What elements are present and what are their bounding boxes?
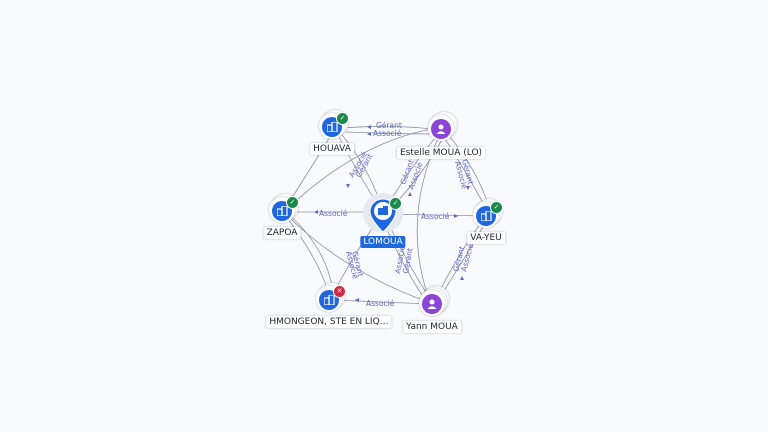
- node-label[interactable]: HMONGEON, STE EN LIQ…: [266, 316, 392, 328]
- person-icon: [422, 294, 442, 314]
- edge-estelle-zapoa: [285, 127, 439, 211]
- arrow-marker: [314, 210, 318, 214]
- node-label[interactable]: Estelle MOUA (LO): [396, 147, 486, 159]
- edge-label: Associé: [319, 209, 348, 218]
- arrow-marker: [408, 192, 412, 196]
- check-icon: ✓: [286, 196, 299, 209]
- node-label[interactable]: LOMOUA: [360, 236, 406, 248]
- arrow-marker: [355, 298, 359, 302]
- arrow-marker: [466, 186, 470, 190]
- edge-label: Gérant: [401, 247, 414, 274]
- edge-label: Associé: [373, 129, 402, 138]
- arrow-marker: [454, 214, 458, 218]
- node-label[interactable]: HOUAVA: [310, 143, 354, 155]
- check-icon: ✓: [336, 112, 349, 125]
- person-icon: [431, 119, 451, 139]
- close-icon: ✕: [333, 285, 346, 298]
- edge-label: Associé: [421, 212, 450, 221]
- check-icon: ✓: [490, 201, 503, 214]
- node-label[interactable]: Yann MOUA: [403, 321, 461, 333]
- arrow-marker: [460, 276, 464, 280]
- edge-yann-hmongeon: [331, 299, 431, 305]
- edge-label: Gérant: [376, 121, 402, 130]
- arrow-marker: [367, 125, 371, 129]
- arrow-marker: [367, 132, 371, 136]
- edge-label: Associé: [366, 299, 395, 308]
- check-icon: ✓: [389, 197, 402, 210]
- node-label[interactable]: ZAPOA: [263, 227, 301, 239]
- edge-yann-zapoa: [283, 211, 429, 303]
- node-label[interactable]: VA-YEU: [467, 232, 505, 244]
- arrow-marker: [346, 184, 350, 188]
